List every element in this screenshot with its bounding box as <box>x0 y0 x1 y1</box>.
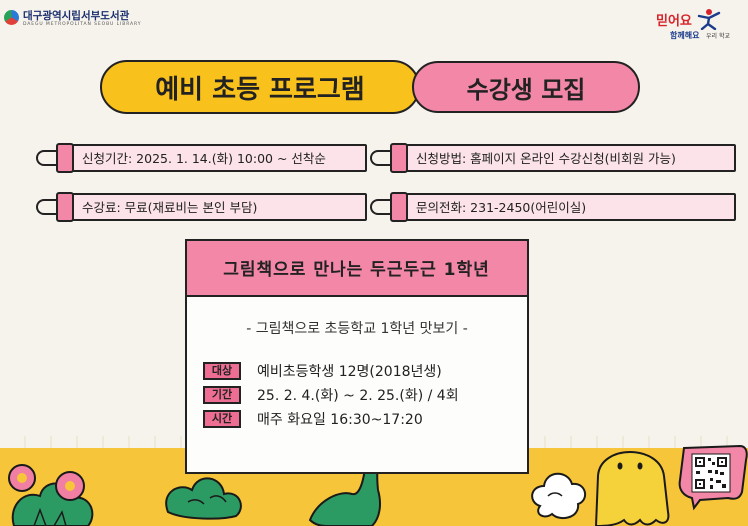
binder-clip-icon <box>36 149 58 166</box>
info-contact: 문의전화: 231-2450(어린이실) <box>370 190 736 223</box>
target-value: 예비초등학생 12명(2018년생) <box>257 364 442 380</box>
qr-code-icon[interactable] <box>678 444 748 511</box>
program-card: 그림책으로 만나는 두근두근 1학년 - 그림책으로 초등학교 1학년 맛보기 … <box>184 238 529 474</box>
program-time-row: 시간 매주 화요일 16:30~17:20 <box>203 409 423 429</box>
period-value: 25. 2. 4.(화) ~ 2. 25.(화) / 4회 <box>257 388 459 404</box>
program-period-row: 기간 25. 2. 4.(화) ~ 2. 25.(화) / 4회 <box>203 385 459 405</box>
binder-clip-icon <box>370 149 392 166</box>
slogan-sub: 함께해요 <box>670 31 700 40</box>
program-title: 그림책으로 만나는 두근두근 1학년 <box>184 238 529 297</box>
info-contact-text: 문의전화: 231-2450(어린이실) <box>406 192 736 221</box>
info-fee: 수강료: 무료(재료비는 본인 부담) <box>36 190 367 223</box>
time-value: 매주 화요일 16:30~17:20 <box>257 412 423 428</box>
flower-bush-icon <box>8 464 94 526</box>
bush-icon <box>165 477 242 520</box>
time-tag: 시간 <box>203 410 241 428</box>
library-name-en: DAEGU METROPOLITAN SEOBU LIBRARY <box>23 22 142 27</box>
program-target-row: 대상 예비초등학생 12명(2018년생) <box>203 361 442 381</box>
ribbon-end <box>390 191 408 222</box>
info-fee-text: 수강료: 무료(재료비는 본인 부담) <box>72 192 367 221</box>
info-apply-method-text: 신청방법: 홈페이지 온라인 수강신청(비회원 가능) <box>406 143 736 172</box>
cloud-icon <box>531 472 587 520</box>
period-tag: 기간 <box>203 386 241 404</box>
slogan-figure-icon <box>697 9 721 30</box>
program-subtitle: - 그림책으로 초등학교 1학년 맛보기 - <box>246 321 468 337</box>
slogan: 믿어요 함께해요 우리 학교 <box>656 8 738 42</box>
ghost-icon <box>594 451 670 526</box>
ribbon-end <box>56 142 74 173</box>
slogan-small: 우리 학교 <box>706 33 730 40</box>
ribbon-end <box>56 191 74 222</box>
title-main: 예비 초등 프로그램 <box>100 60 420 114</box>
target-tag: 대상 <box>203 362 241 380</box>
info-apply-period-text: 신청기간: 2025. 1. 14.(화) 10:00 ~ 선착순 <box>72 143 367 172</box>
slogan-main: 믿어요 <box>656 14 692 29</box>
binder-clip-icon <box>370 198 392 215</box>
ribbon-end <box>390 142 408 173</box>
info-apply-method: 신청방법: 홈페이지 온라인 수강신청(비회원 가능) <box>370 141 736 174</box>
library-logo[interactable]: 대구광역시립서부도서관 DAEGU METROPOLITAN SEOBU LIB… <box>4 7 164 33</box>
title-sub: 수강생 모집 <box>412 61 640 113</box>
info-apply-period: 신청기간: 2025. 1. 14.(화) 10:00 ~ 선착순 <box>36 141 367 174</box>
library-logo-icon <box>4 10 19 25</box>
library-name: 대구광역시립서부도서관 <box>23 10 130 22</box>
binder-clip-icon <box>36 198 58 215</box>
